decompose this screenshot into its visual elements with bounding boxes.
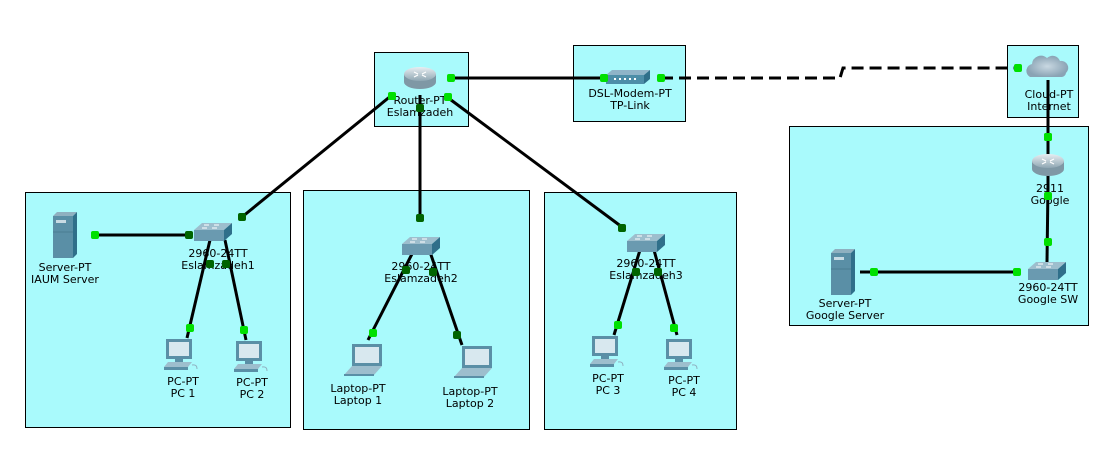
device-name: Internet xyxy=(1027,100,1071,113)
device-name: Google xyxy=(1030,194,1070,207)
device-name: Eslamzadeh1 xyxy=(181,259,255,272)
device-type: 2911 xyxy=(1035,182,1064,195)
device-type: 2960-24TT xyxy=(616,257,676,270)
device-name: Google SW xyxy=(1017,293,1079,306)
device-name: Eslamzadeh3 xyxy=(609,269,683,282)
link-sw1-pc2[interactable] xyxy=(223,239,248,341)
device-type: Laptop-PT xyxy=(442,385,498,398)
cloud-icon-cloud[interactable] xyxy=(1022,53,1072,87)
device-name: PC 4 xyxy=(671,386,697,399)
link-router-sw1[interactable] xyxy=(241,93,393,219)
device-type: PC-PT xyxy=(592,372,624,385)
device-type: PC-PT xyxy=(668,374,700,387)
device-type: PC-PT xyxy=(167,375,199,388)
device-name: Eslamzadeh xyxy=(386,106,454,119)
device-type: Server-PT xyxy=(818,297,872,310)
laptop-icon-laptop2[interactable] xyxy=(452,345,496,383)
switch-icon-gsw[interactable] xyxy=(1026,261,1068,285)
device-type: PC-PT xyxy=(236,376,268,389)
pc-icon-pc2[interactable] xyxy=(232,340,270,378)
modem-icon-modem[interactable] xyxy=(604,69,652,89)
pc-icon-pc1[interactable] xyxy=(162,338,200,376)
link-modem-cloud[interactable] xyxy=(661,66,1018,80)
device-type: Router-PT xyxy=(393,94,447,107)
device-name: IAUM Server xyxy=(31,273,99,286)
device-type: Server-PT xyxy=(38,261,92,274)
router-icon-gr[interactable] xyxy=(1030,151,1066,183)
link-router-sw3[interactable] xyxy=(446,95,623,229)
switch-icon-sw3[interactable] xyxy=(625,233,667,257)
device-name: PC 3 xyxy=(595,384,621,397)
server-icon-gserver[interactable] xyxy=(829,249,855,299)
device-type: Cloud-PT xyxy=(1024,88,1074,101)
device-name: Eslamzadeh2 xyxy=(384,272,458,285)
server-icon-server1[interactable] xyxy=(51,212,77,262)
router-icon-router[interactable] xyxy=(402,64,438,96)
device-name: TP-Link xyxy=(610,99,650,112)
link-sw3-pc3[interactable] xyxy=(612,249,642,336)
device-type: 2960-24TT xyxy=(1018,281,1078,294)
device-name: PC 1 xyxy=(170,387,196,400)
switch-icon-sw2[interactable] xyxy=(400,236,442,260)
pc-icon-pc3[interactable] xyxy=(588,335,626,373)
area-lan3 xyxy=(544,192,737,430)
switch-icon-sw1[interactable] xyxy=(192,222,234,246)
link-sw2-laptop2[interactable] xyxy=(428,251,464,346)
link-sw3-pc4[interactable] xyxy=(652,249,679,336)
device-name: Laptop 2 xyxy=(445,397,495,410)
device-type: Laptop-PT xyxy=(330,382,386,395)
pc-icon-pc4[interactable] xyxy=(662,338,700,376)
device-type: 2960-24TT xyxy=(188,247,248,260)
device-name: PC 2 xyxy=(239,388,265,401)
area-lan2 xyxy=(303,190,530,430)
device-name: Laptop 1 xyxy=(333,394,383,407)
laptop-icon-laptop1[interactable] xyxy=(342,343,386,381)
link-sw1-pc1[interactable] xyxy=(185,239,212,339)
device-type: DSL-Modem-PT xyxy=(588,87,672,100)
device-name: Google Server xyxy=(805,309,885,322)
